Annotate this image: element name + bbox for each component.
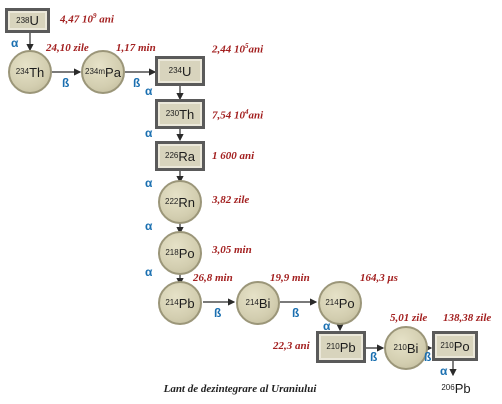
beta-label: ß (214, 306, 222, 320)
half-life-po210: 138,38 zile (443, 312, 492, 324)
half-life-u238: 4,47 109 ani (60, 12, 114, 26)
beta-label: ß (370, 350, 378, 364)
half-life-th234: 24,10 zile (46, 42, 89, 54)
alpha-label: α (440, 364, 448, 378)
half-life-rn222: 3,82 zile (212, 194, 250, 206)
alpha-label: α (323, 319, 331, 333)
half-life-th230: 7,54 104ani (212, 108, 264, 122)
alpha-label: α (145, 126, 153, 140)
half-life-pb214: 26,8 min (193, 272, 233, 284)
half-life-pb210: 22,3 ani (273, 340, 310, 352)
half-life-po214: 164,3 μs (360, 272, 398, 284)
alpha-label: α (145, 265, 153, 279)
half-life-bi214: 19,9 min (270, 272, 310, 284)
beta-label: ß (133, 76, 141, 90)
half-life-bi210: 5,01 zile (390, 312, 428, 324)
alpha-label: α (145, 219, 153, 233)
diagram-caption: Lant de dezintegrare al Uraniului (163, 383, 317, 395)
half-life-pa234m: 1,17 min (116, 42, 156, 54)
beta-label: ß (424, 350, 432, 364)
beta-label: ß (292, 306, 300, 320)
half-life-ra226: 1 600 ani (212, 150, 255, 162)
element-symbol: U (29, 13, 39, 28)
alpha-label: α (145, 176, 153, 190)
half-life-po218: 3,05 min (212, 244, 252, 256)
alpha-label: α (11, 36, 19, 50)
alpha-label: α (145, 84, 153, 98)
beta-label: ß (62, 76, 70, 90)
half-life-u234: 2,44 105ani (212, 42, 264, 56)
